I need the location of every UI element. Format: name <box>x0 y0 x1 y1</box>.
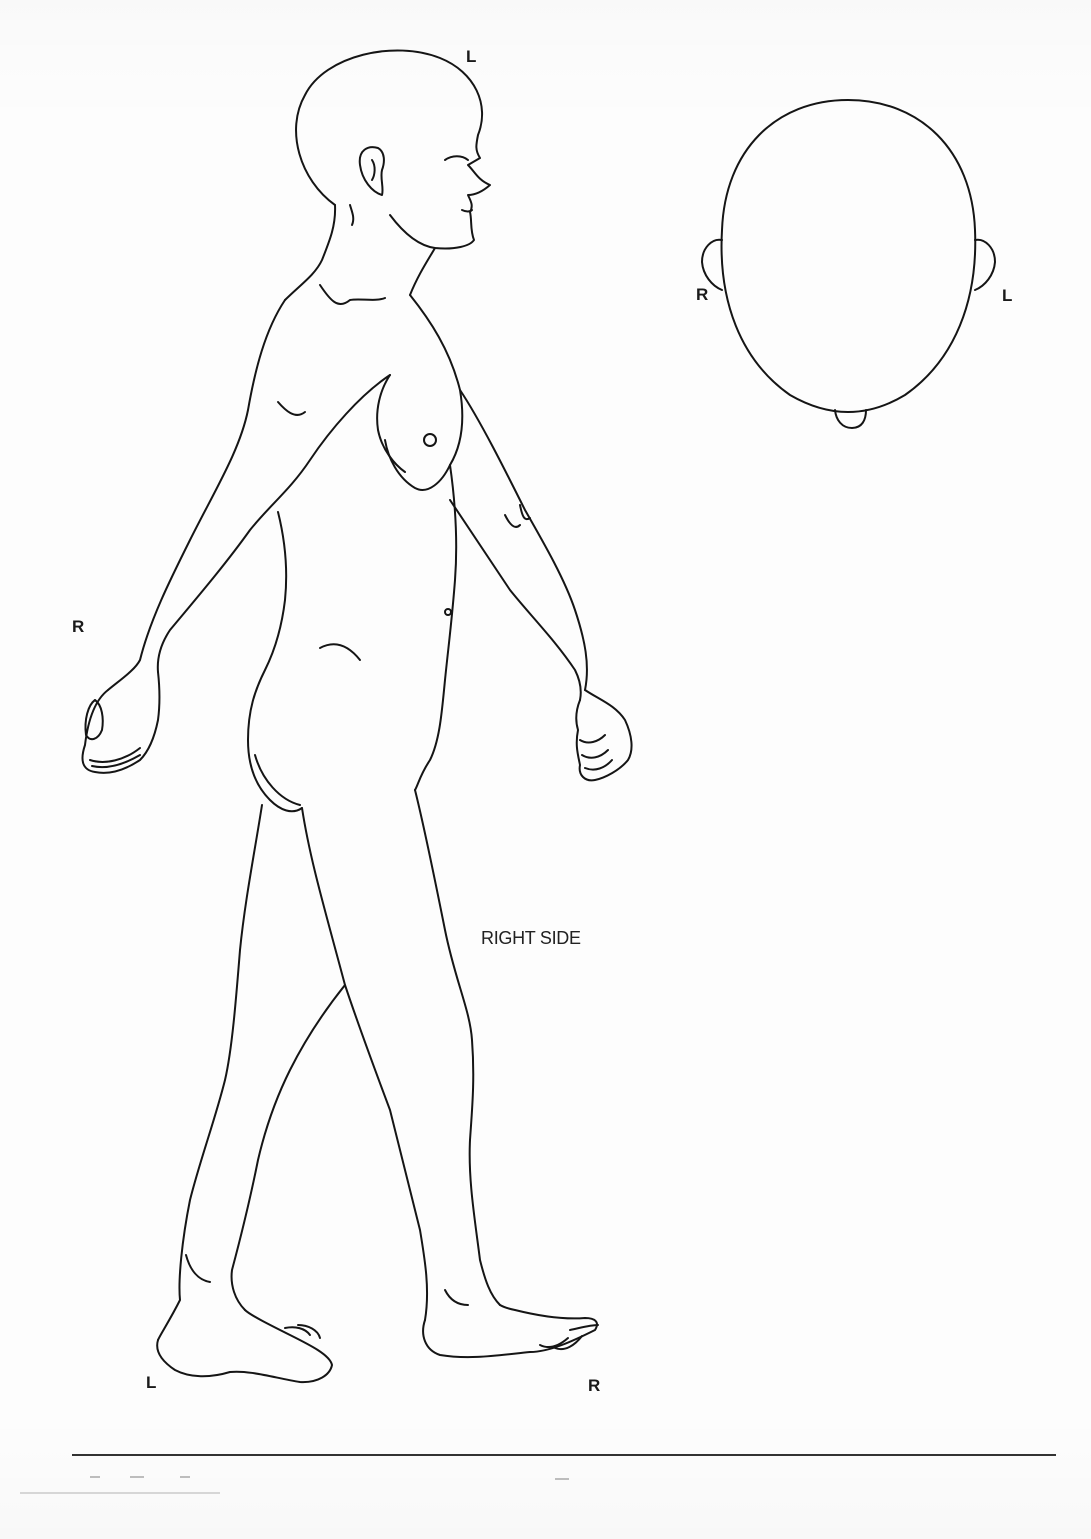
neck-back <box>285 205 335 300</box>
label-right-foot: R <box>588 1377 600 1394</box>
footer-smudge <box>130 1476 144 1478</box>
left-arm-back <box>460 390 587 690</box>
right-toes <box>540 1325 598 1349</box>
nipple <box>424 434 436 446</box>
right-ankle-detail <box>445 1290 468 1305</box>
footer-smudge <box>555 1478 569 1480</box>
left-leg-front <box>232 985 345 1310</box>
head-outline <box>296 50 490 248</box>
left-forearm-detail <box>505 505 530 527</box>
fingers-left <box>580 735 612 770</box>
mouth-detail <box>462 210 472 212</box>
navel <box>445 609 451 615</box>
right-leg-back <box>302 808 427 1320</box>
right-foot <box>423 1305 597 1357</box>
label-top-head-right-ear: R <box>696 286 708 303</box>
right-leg-front <box>415 790 500 1305</box>
top-head-view <box>702 100 995 428</box>
neck-front <box>410 248 435 295</box>
top-head-ear-left <box>975 240 995 290</box>
buttock-crease <box>255 755 300 805</box>
ear-outline <box>360 147 384 195</box>
left-arm-front <box>450 500 581 700</box>
label-head-top: L <box>466 48 476 65</box>
left-calf-detail <box>186 1255 210 1282</box>
thumb-right <box>85 700 102 739</box>
label-top-head-left-ear: L <box>1002 287 1012 304</box>
hip-detail <box>320 644 360 660</box>
footer-smudge <box>20 1492 220 1494</box>
back-line <box>248 512 302 811</box>
shoulder-back <box>108 300 285 690</box>
left-leg-back <box>158 805 262 1340</box>
left-foot <box>157 1310 332 1382</box>
ear-inner <box>372 160 375 180</box>
footer-smudge <box>90 1476 100 1478</box>
label-left-foot: L <box>146 1374 156 1391</box>
footer-smudge <box>180 1476 190 1478</box>
arm-front <box>158 375 390 672</box>
eye-detail <box>445 156 468 160</box>
torso-front <box>415 465 456 790</box>
breast-outline <box>385 440 450 490</box>
clavicle-line <box>320 285 385 304</box>
top-head-ear-right <box>702 240 722 290</box>
footer-rule <box>72 1454 1056 1456</box>
elbow-detail <box>278 402 305 415</box>
deltoid-line <box>377 375 405 472</box>
neck-line <box>350 205 353 225</box>
right-side-caption: RIGHT SIDE <box>481 928 581 949</box>
label-hand-right: R <box>72 618 84 635</box>
top-head-outline <box>722 100 976 412</box>
